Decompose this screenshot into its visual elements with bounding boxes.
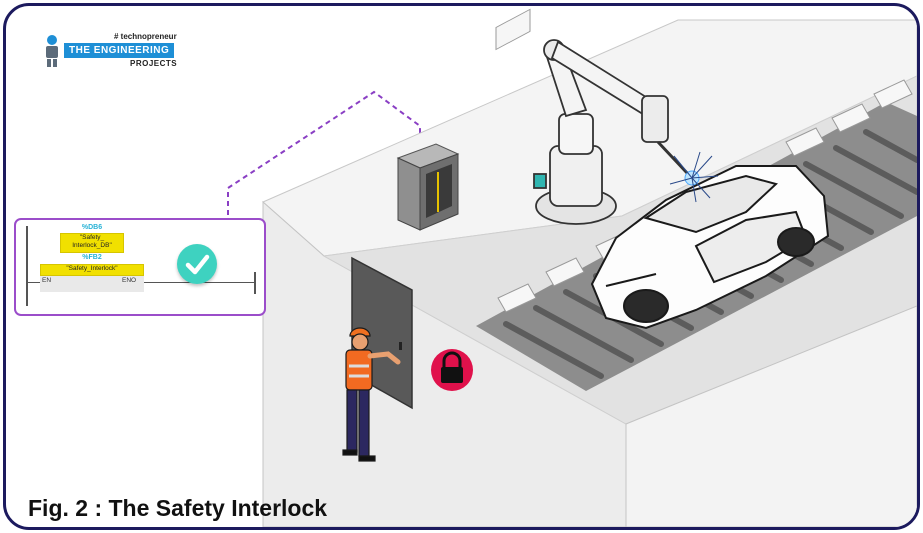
figure-frame: # technopreneur THE ENGINEERING PROJECTS… <box>3 3 920 530</box>
db-name: "Safety_ Interlock_DB" <box>60 233 124 253</box>
factory-scene <box>227 8 917 527</box>
worker-figure <box>342 327 401 462</box>
network-connection-line <box>227 90 421 215</box>
check-icon <box>177 244 217 284</box>
car-on-conveyor <box>590 165 830 330</box>
logo-subtitle: PROJECTS <box>130 59 178 68</box>
left-power-rail <box>26 226 28 306</box>
ladder-logic-panel: %DB6 "Safety_ Interlock_DB" %FB2 "Safety… <box>14 218 266 316</box>
robot-mascot-icon <box>46 35 58 67</box>
control-panel-cabinet <box>396 143 460 231</box>
figure-caption: Fig. 2 : The Safety Interlock <box>28 495 328 521</box>
logo-name: THE ENGINEERING <box>64 43 175 58</box>
right-power-rail <box>254 272 256 294</box>
fb-address: %FB2 <box>82 254 102 261</box>
fb-name: "Safety_Interlock" <box>40 264 144 276</box>
input-wire <box>26 282 40 284</box>
door-handle <box>399 342 402 350</box>
lock-icon <box>431 349 473 391</box>
welding-robot-arm <box>533 39 690 225</box>
brand-logo: # technopreneur THE ENGINEERING PROJECTS <box>38 32 188 72</box>
enclosure-right-front-wall <box>625 305 917 527</box>
en-pin-label: EN <box>42 277 52 284</box>
logo-tagline: # technopreneur <box>114 32 177 41</box>
welding-spark <box>669 151 719 203</box>
eno-pin-label: ENO <box>122 277 137 284</box>
db-address: %DB6 <box>81 224 103 231</box>
